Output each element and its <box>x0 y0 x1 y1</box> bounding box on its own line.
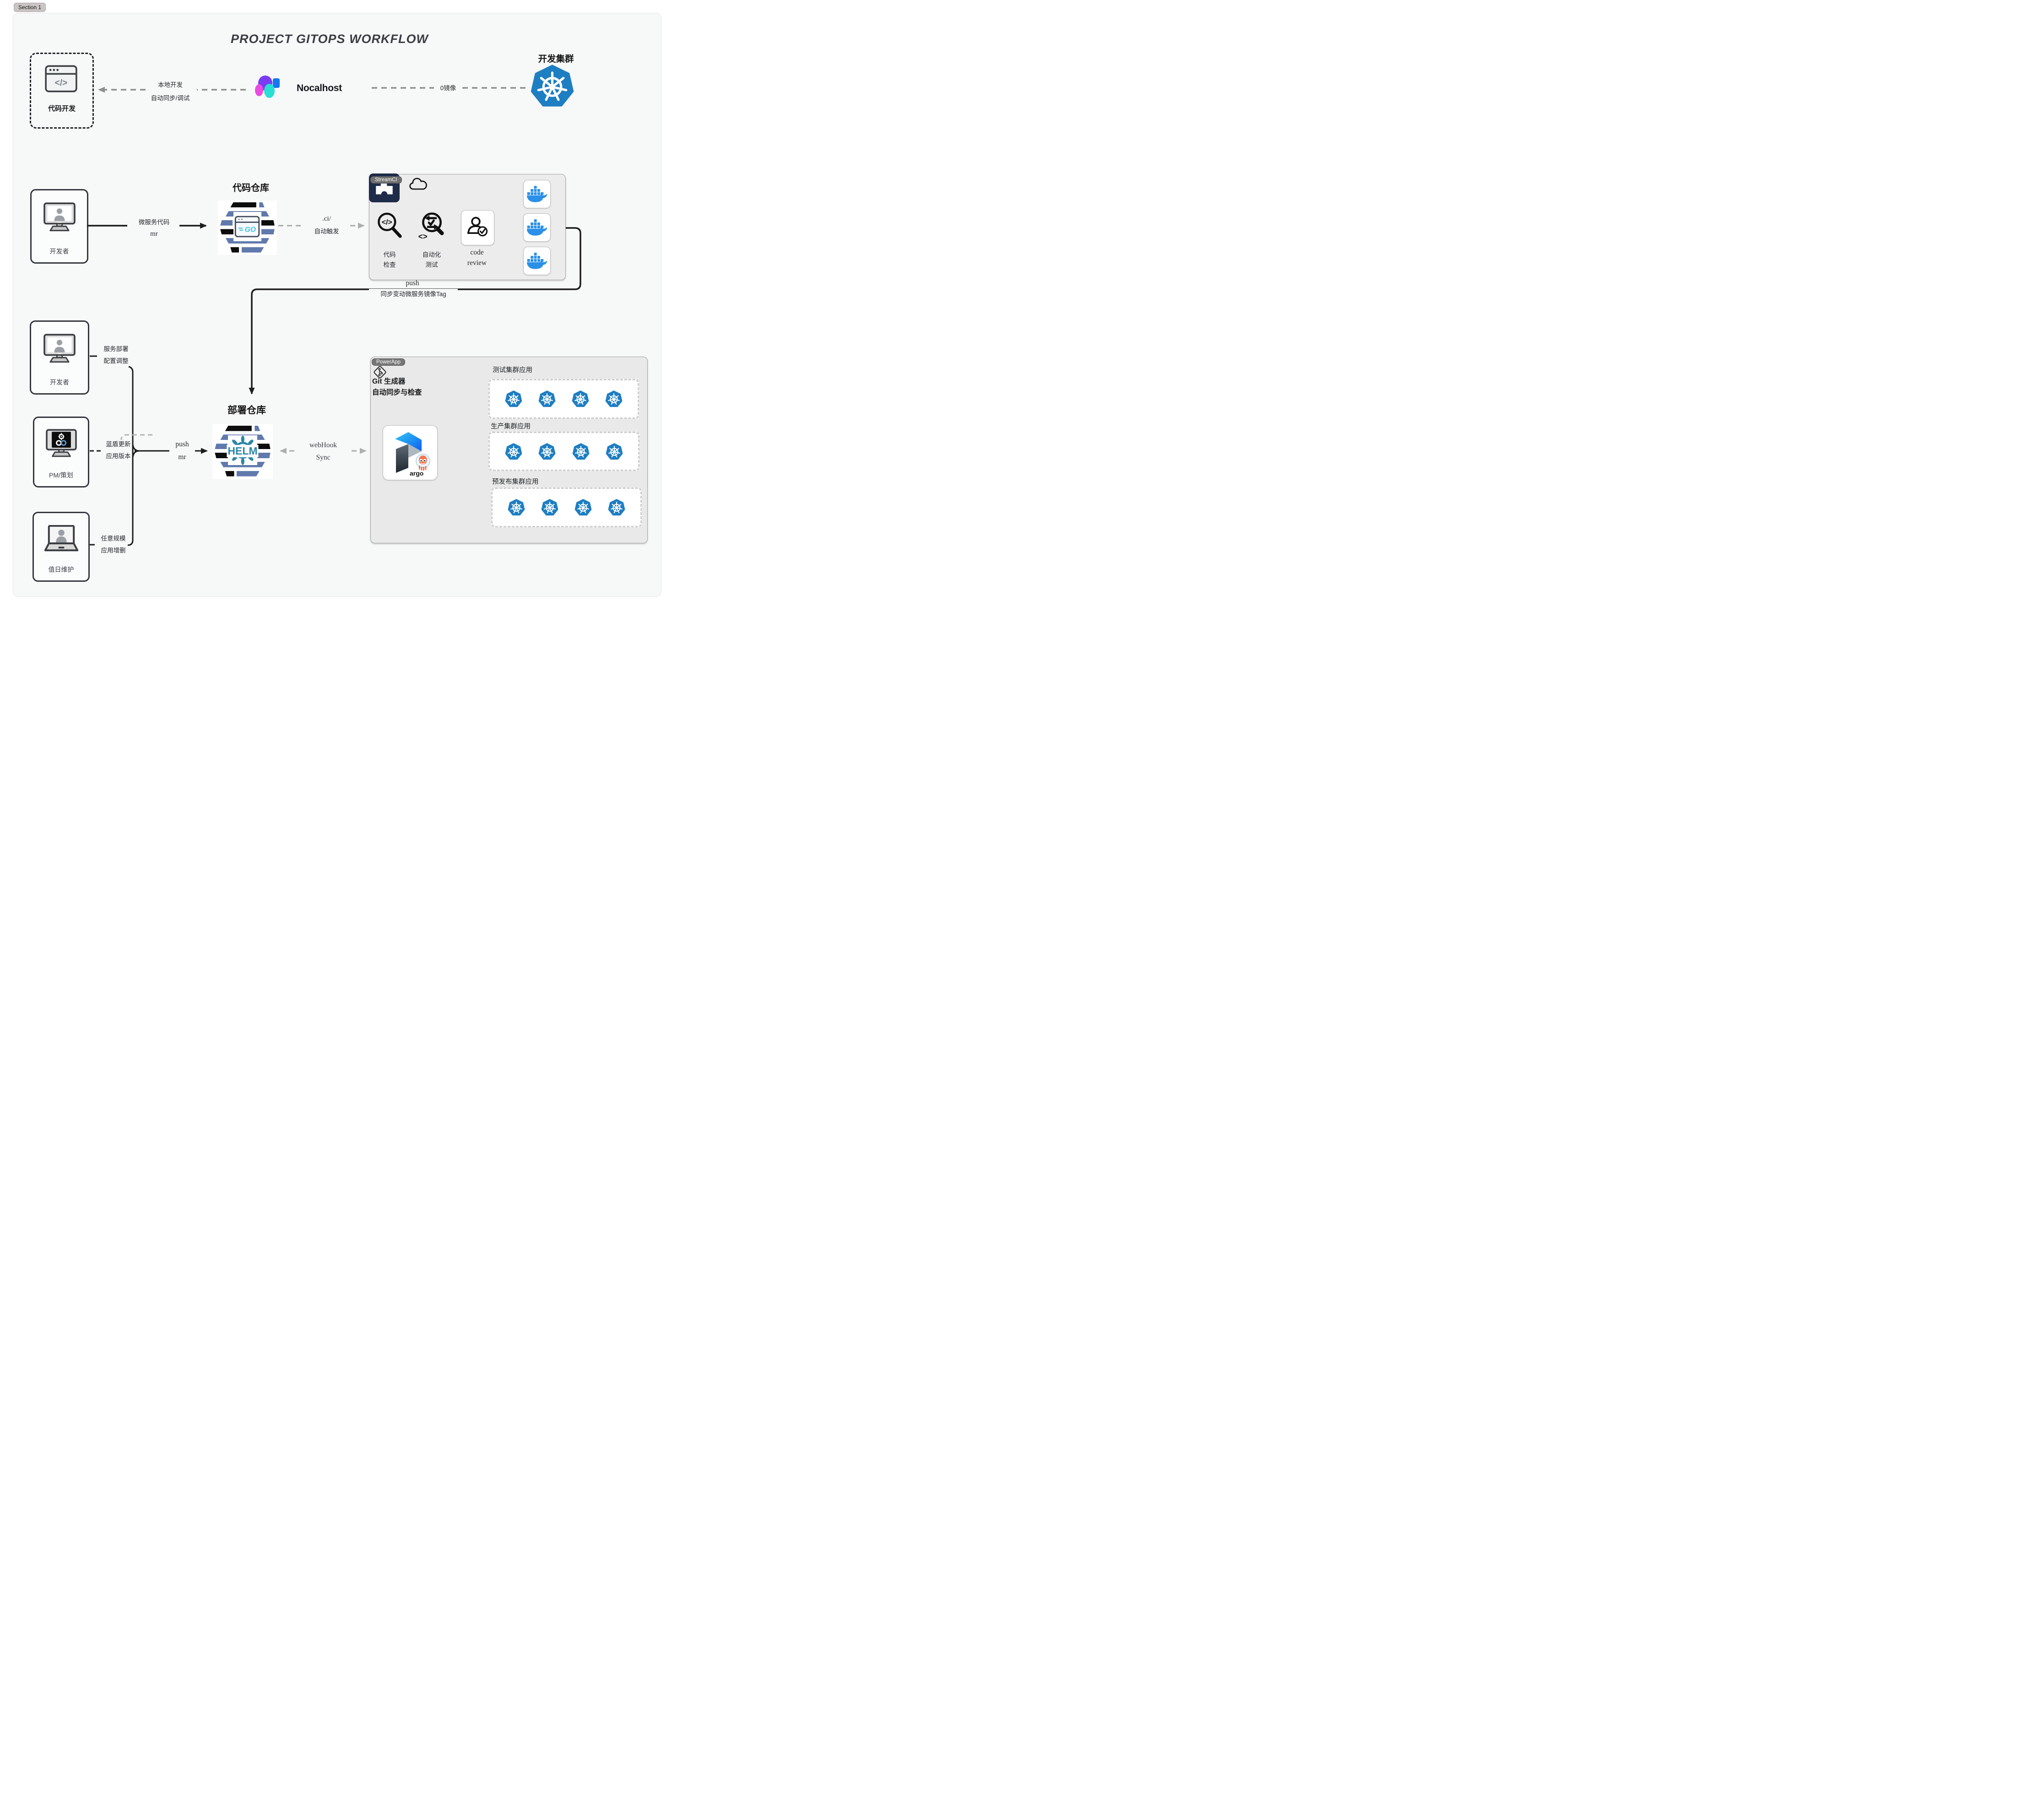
kubernetes-icon <box>605 390 623 407</box>
auto-test-line1: 自动化 <box>422 251 441 258</box>
nocalhost-node: Nocalhost <box>255 73 369 105</box>
person-check-icon <box>465 214 491 242</box>
edge-label-sync-tag: 同步变动微服务镜像Tag <box>369 289 458 298</box>
edge-local-dev-line2: 自动同步/调试 <box>151 95 190 102</box>
duty-label: 值日维护 <box>48 566 74 573</box>
docker-image-tile <box>523 180 551 208</box>
streamci-badge: StreamCI <box>370 176 402 184</box>
duty-node: 值日维护 <box>33 512 90 582</box>
auto-test-label: 自动化 测试 <box>413 250 450 270</box>
deploy-cfg-line2: 配置调整 <box>103 358 129 364</box>
webhook-line1: webHook <box>309 441 337 449</box>
powerapp-badge: PowerApp <box>372 358 406 366</box>
kubernetes-icon <box>572 443 590 460</box>
cloud-icon <box>409 178 429 191</box>
go-window-icon <box>234 215 260 238</box>
edge-label-ci-trigger: .ci/ 自动触发 <box>304 215 349 235</box>
blueshield-line1: 蓝盾更新 <box>106 441 131 448</box>
gitops-workflow-diagram: </> GO </> <box>0 0 674 607</box>
docker-image-tile <box>523 247 551 275</box>
developer-mid-node: 开发者 <box>30 320 89 395</box>
kubernetes-icon <box>508 499 525 516</box>
kubernetes-icon <box>572 390 589 407</box>
webhook-line2: Sync <box>316 454 331 461</box>
code-repo-label: 代码仓库 <box>233 183 269 193</box>
edge-label-ms-code: 微服务代码 mr <box>130 217 179 238</box>
prod-cluster-box <box>488 432 639 471</box>
pm-node: PM/策划 <box>33 417 89 488</box>
edge-label-blueshield: 蓝盾更新 应用版本 <box>97 439 140 462</box>
edge-label-deploy-cfg: 服务部署 配置调整 <box>94 343 138 367</box>
code-check-line2: 检查 <box>383 261 396 268</box>
edge-label-webhook: webHook Sync <box>297 439 350 464</box>
developer-mid-label: 开发者 <box>50 379 69 386</box>
auto-test-line2: 测试 <box>425 261 438 268</box>
code-check-icon <box>376 212 405 241</box>
code-review-line2: review <box>467 259 487 267</box>
deploy-repo-icon: HELM <box>212 424 273 479</box>
argo-wordmark: argo <box>410 470 424 477</box>
kubernetes-icon <box>505 390 522 407</box>
prod-cluster-label: 生产集群应用 <box>491 423 531 430</box>
blueshield-line2: 应用版本 <box>106 453 131 460</box>
nocalhost-logo-magenta <box>255 84 263 96</box>
argocd-tile: argo <box>383 425 438 480</box>
nocalhost-logo-blue <box>273 78 280 88</box>
kubernetes-icon <box>530 65 574 108</box>
developer-top-node: 开发者 <box>30 189 88 264</box>
edge-label-zero-image: 0镜像 <box>435 83 461 92</box>
kubernetes-icon <box>574 499 592 516</box>
powerapp-line1: Git 生成器 <box>372 378 406 385</box>
nocalhost-logo-cyan <box>264 84 275 98</box>
staging-cluster-label: 预发布集群应用 <box>492 478 539 486</box>
argocd-logo <box>395 432 422 473</box>
code-dev-label: 代码开发 <box>48 105 76 113</box>
edge-label-push-mr-2: mr <box>168 453 196 461</box>
test-cluster-label: 测试集群应用 <box>493 367 532 374</box>
code-review-line1: code <box>470 249 484 256</box>
edge-local-dev-line1: 本地开发 <box>158 81 183 88</box>
edge-label-local-dev: 本地开发 自动同步/调试 <box>146 80 194 102</box>
code-review-label: code review <box>459 247 495 268</box>
argo-octopus-icon <box>416 454 430 471</box>
edge-label-push: push <box>406 279 419 287</box>
staging-cluster-box <box>491 488 642 527</box>
deploy-repo-label: 部署仓库 <box>228 405 266 416</box>
edge-ci-line2: 自动触发 <box>314 228 339 235</box>
diagram-title: PROJECT GITOPS WORKFLOW <box>230 32 428 46</box>
test-cluster-box <box>488 379 639 419</box>
kubernetes-icon <box>541 499 558 516</box>
docker-image-tile <box>523 213 551 242</box>
kubernetes-icon <box>538 390 556 407</box>
code-check-line1: 代码 <box>383 251 396 258</box>
edge-ms-code-line2: mr <box>150 230 158 238</box>
auto-test-icon <box>418 211 449 242</box>
code-repo-icon <box>218 200 277 255</box>
developer-top-label: 开发者 <box>49 248 69 255</box>
docker-icon <box>526 185 547 203</box>
kubernetes-icon <box>606 443 623 460</box>
edge-ms-code-line1: 微服务代码 <box>138 219 170 226</box>
kubernetes-icon <box>538 443 556 460</box>
any-scale-line2: 应用增删 <box>101 547 126 554</box>
pm-label: PM/策划 <box>49 471 73 479</box>
nocalhost-wordmark: Nocalhost <box>297 83 342 93</box>
edge-label-push-mr-1: push <box>164 440 200 449</box>
kubernetes-icon <box>505 443 522 460</box>
docker-icon <box>526 252 547 270</box>
powerapp-line2: 自动同步与检查 <box>372 389 422 396</box>
helm-logo-text: HELM <box>227 444 259 457</box>
any-scale-line1: 任意规模 <box>101 535 126 542</box>
deploy-cfg-line1: 服务部署 <box>103 346 129 352</box>
edge-ci-line1: .ci/ <box>322 215 331 222</box>
section-badge: Section 1 <box>14 3 46 12</box>
code-check-label: 代码 检查 <box>371 250 408 270</box>
kubernetes-icon <box>608 499 625 516</box>
edge-label-any-scale: 任意规模 应用增删 <box>92 533 135 557</box>
dev-cluster-label: 开发集群 <box>538 54 574 64</box>
code-review-tile <box>461 210 494 245</box>
code-dev-node: 代码开发 <box>30 53 94 129</box>
docker-icon <box>526 219 547 237</box>
code-window-icon <box>45 65 77 92</box>
